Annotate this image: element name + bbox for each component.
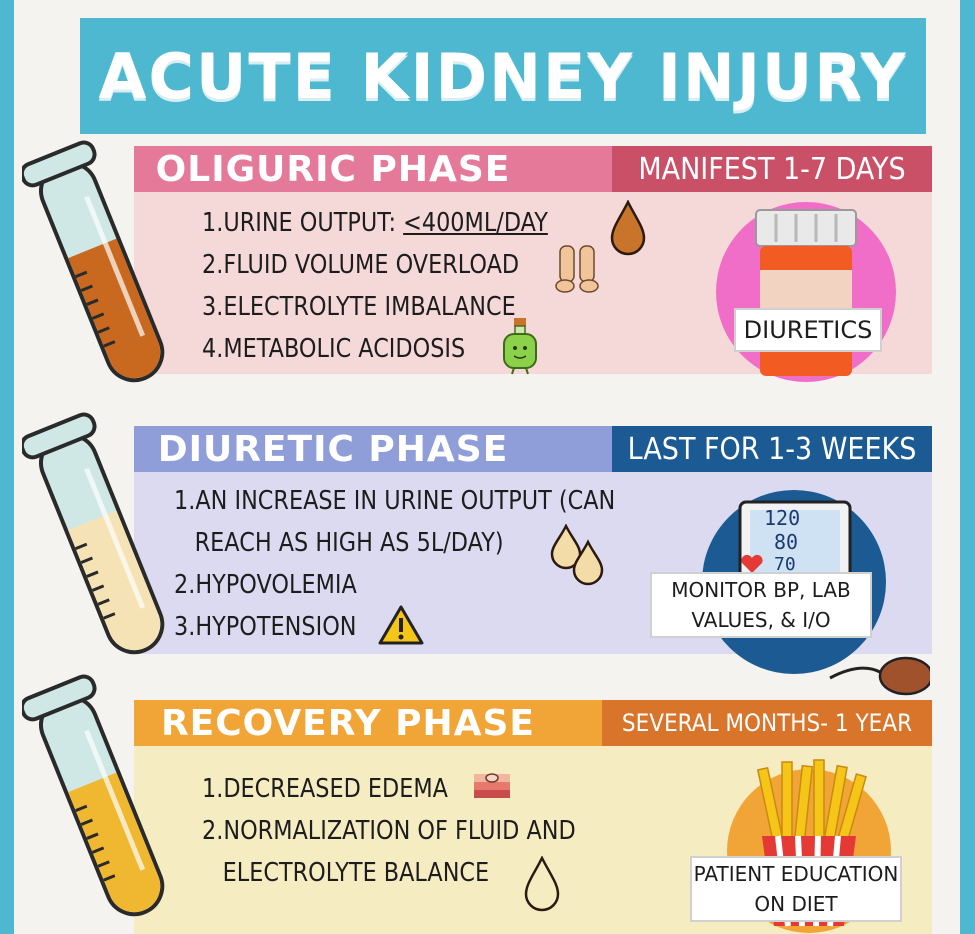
- pill-bottle-icon: [716, 202, 896, 382]
- diuretic-items-list: 1.AN INCREASE IN URINE OUTPUT (CAN REACH…: [174, 480, 687, 648]
- diuretic-phase-duration: LAST FOR 1-3 WEEKS: [612, 426, 932, 472]
- diuretic-phase-header: DIURETIC PHASE LAST FOR 1-3 WEEKS: [134, 426, 932, 472]
- swollen-feet-icon: [555, 245, 599, 293]
- list-item: 1.URINE OUTPUT: <400ML/DAY: [202, 208, 548, 238]
- diuretics-label: DIURETICS: [734, 308, 882, 352]
- diuretic-phase-section: DIURETIC PHASE LAST FOR 1-3 WEEKS 1.AN I…: [134, 426, 932, 696]
- list-item: 2.HYPOVOLEMIA: [174, 570, 357, 600]
- acid-potion-icon: [503, 318, 537, 375]
- recovery-items-list: 1.DECREASED EDEMA 2.NORMALIZATION OF FLU…: [202, 768, 637, 894]
- patient-education-label-line1: PATIENT EDUCATION: [693, 862, 899, 886]
- recovery-phase-body: 1.DECREASED EDEMA 2.NORMALIZATION OF FLU…: [134, 746, 932, 934]
- oliguric-phase-header: OLIGURIC PHASE MANIFEST 1-7 DAYS: [134, 146, 932, 192]
- monitor-bp-label-line1: MONITOR BP, LAB: [671, 578, 851, 602]
- list-item: 2.NORMALIZATION OF FLUID AND: [202, 816, 576, 846]
- heart-icon: [741, 554, 763, 573]
- double-drop-icon: [550, 524, 604, 586]
- oliguric-phase-body: 1.URINE OUTPUT: <400ML/DAY 2.FLUID VOLUM…: [134, 192, 932, 382]
- recovery-phase-header: RECOVERY PHASE SEVERAL MONTHS- 1 YEAR: [134, 700, 932, 746]
- urine-drop-icon: [610, 200, 646, 256]
- list-item: 3.ELECTROLYTE IMBALANCE: [202, 292, 516, 322]
- list-item: 3.HYPOTENSION: [174, 612, 357, 642]
- list-item: 1.AN INCREASE IN URINE OUTPUT (CAN: [174, 486, 616, 516]
- bp-reading-mid: 80: [774, 530, 799, 554]
- bp-reading-top: 120: [764, 506, 801, 530]
- list-item: 4.METABOLIC ACIDOSIS: [202, 334, 466, 364]
- oliguric-phase-title: OLIGURIC PHASE: [134, 146, 612, 192]
- list-item: 2.FLUID VOLUME OVERLOAD: [202, 250, 520, 280]
- title-banner: ACUTE KIDNEY INJURY: [80, 18, 926, 134]
- oliguric-phase-section: OLIGURIC PHASE MANIFEST 1-7 DAYS 1.URINE…: [134, 146, 932, 382]
- list-item: 1.DECREASED EDEMA: [202, 774, 448, 804]
- warning-icon: [378, 605, 424, 645]
- oliguric-items-list: 1.URINE OUTPUT: <400ML/DAY 2.FLUID VOLUM…: [202, 202, 604, 370]
- oliguric-phase-duration: MANIFEST 1-7 DAYS: [612, 146, 932, 192]
- test-tube-diuretic-icon: [22, 412, 165, 655]
- list-item: ELECTROLYTE BALANCE: [222, 858, 490, 888]
- patient-education-label-line2: ON DIET: [754, 892, 838, 916]
- test-tube-oliguric-icon: [22, 140, 165, 383]
- test-tube-recovery-icon: [22, 674, 165, 917]
- recovery-phase-title: RECOVERY PHASE: [134, 700, 602, 746]
- recovery-phase-duration: SEVERAL MONTHS- 1 YEAR: [602, 700, 932, 746]
- page-title: ACUTE KIDNEY INJURY: [98, 39, 908, 113]
- monitor-bp-label: MONITOR BP, LAB VALUES, & I/O: [650, 572, 872, 638]
- list-item: REACH AS HIGH AS 5L/DAY): [194, 528, 504, 558]
- infographic-page: ACUTE KIDNEY INJURY OLIGURIC PHASE MANIF…: [14, 0, 960, 934]
- patient-education-label: PATIENT EDUCATION ON DIET: [690, 856, 902, 922]
- fluid-drop-icon: [524, 856, 560, 912]
- diuretic-phase-body: 1.AN INCREASE IN URINE OUTPUT (CAN REACH…: [134, 472, 932, 696]
- skin-layers-icon: [474, 773, 510, 798]
- diuretic-phase-title: DIURETIC PHASE: [134, 426, 612, 472]
- recovery-phase-section: RECOVERY PHASE SEVERAL MONTHS- 1 YEAR 1.…: [134, 700, 932, 934]
- bp-reading-bottom: 70: [774, 554, 796, 575]
- monitor-bp-label-line2: VALUES, & I/O: [691, 608, 831, 632]
